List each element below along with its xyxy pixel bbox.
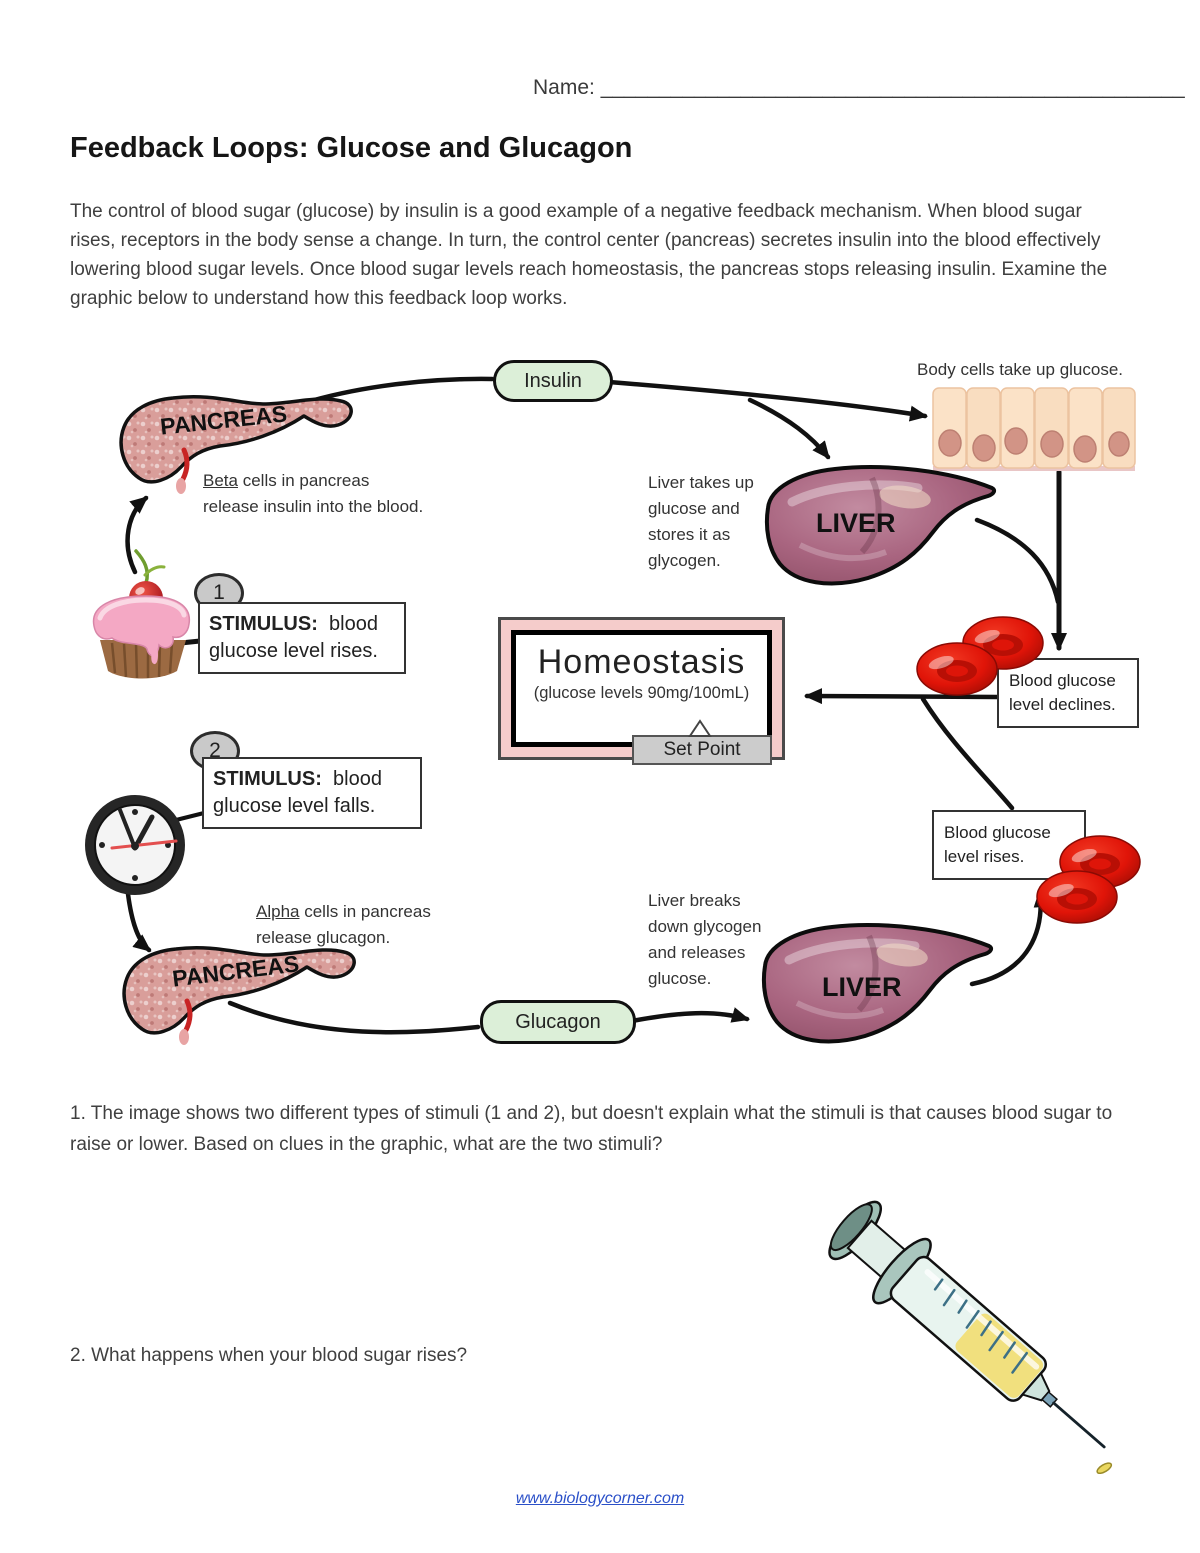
beta-cells-caption: Beta cells in pancreas release insulin i… <box>203 468 423 520</box>
alpha-term: Alpha <box>256 902 300 921</box>
homeostasis-inner-box: Homeostasis (glucose levels 90mg/100mL) <box>511 630 772 747</box>
alpha-line2: release glucagon. <box>256 928 391 947</box>
stimulus-1-text: blood glucose level rises. <box>209 613 384 662</box>
arrow-liver2-to-rises <box>969 889 1050 987</box>
glucose-declines-box: Blood glucose level declines. <box>997 658 1139 728</box>
footer-link[interactable]: www.biologycorner.com <box>515 1490 685 1507</box>
page-title: Feedback Loops: Glucose and Glucagon <box>70 132 633 164</box>
liver-breaks-line4: glucose. <box>648 969 712 988</box>
glucagon-hormone-pill: Glucagon <box>480 1000 636 1044</box>
stimulus-1-box: STIMULUS: blood glucose level rises. <box>198 602 406 674</box>
stimulus-2-number: 2 <box>209 739 221 762</box>
liver-breaks-down-caption: Liver breaks down glycogen and releases … <box>648 888 761 992</box>
line-liver-to-vertical <box>974 517 1061 605</box>
beta-line1-rest: cells in pancreas <box>237 471 370 490</box>
arrow-insulin-to-body-cells <box>606 379 928 422</box>
glucose-rises-box: Blood glucose level rises. <box>932 810 1086 880</box>
beta-term: Beta <box>203 471 238 490</box>
liver-takes-line3: stores it as <box>648 525 731 544</box>
arrow-clock-to-pancreas2 <box>125 891 152 953</box>
body-cells-caption: Body cells take up glucose. <box>917 360 1124 379</box>
stimulus-1-keyword: STIMULUS: <box>209 613 318 635</box>
homeostasis-title: Homeostasis <box>537 643 746 681</box>
liver-takes-line2: glucose and <box>648 499 740 518</box>
glucagon-pill-label: Glucagon <box>515 1010 601 1033</box>
name-field-row: Name: __________________________________… <box>533 76 1185 100</box>
name-blank-line: ________________________________________… <box>600 76 1185 99</box>
liver-breaks-line3: and releases <box>648 943 746 962</box>
arrow-cupcake-to-pancreas <box>125 495 149 575</box>
arrow-insulin-to-liver <box>747 397 831 460</box>
syringe-illustration <box>828 1200 1113 1475</box>
question-2: 2. What happens when your blood sugar ri… <box>70 1345 468 1366</box>
arrow-glucagon-to-liver2 <box>629 1007 750 1024</box>
alpha-cells-caption: Alpha cells in pancreas release glucagon… <box>256 899 431 951</box>
beta-line2: release insulin into the blood. <box>203 497 424 516</box>
liver-takes-up-caption: Liver takes up glucose and stores it as … <box>648 470 754 574</box>
stimulus-2-text: blood glucose level falls. <box>213 768 388 817</box>
stimulus-1-number: 1 <box>213 581 225 604</box>
stimulus-2-keyword: STIMULUS: <box>213 768 322 790</box>
alpha-line1-rest: cells in pancreas <box>299 902 431 921</box>
homeostasis-subtitle: (glucose levels 90mg/100mL) <box>533 684 750 702</box>
set-point-tag: Set Point <box>632 735 772 765</box>
insulin-hormone-pill: Insulin <box>493 360 613 402</box>
line-pancreas2-to-glucagon <box>227 1000 481 1035</box>
stimulus-2-box: STIMULUS: blood glucose level falls. <box>202 757 422 829</box>
intro-paragraph: The control of blood sugar (glucose) by … <box>70 201 1108 309</box>
insulin-pill-label: Insulin <box>524 369 582 392</box>
liver-breaks-line1: Liver breaks <box>648 891 741 910</box>
liver-takes-line1: Liver takes up <box>648 473 754 492</box>
footer: www.biologycorner.com <box>0 1490 1200 1508</box>
name-label: Name: <box>533 76 595 99</box>
arrow-declines-to-homeostasis <box>804 688 1000 705</box>
liver-top-label: LIVER <box>816 508 896 538</box>
liver-bottom-label: LIVER <box>822 972 902 1002</box>
cupcake-illustration <box>92 549 191 679</box>
question-1: 1. The image shows two different types o… <box>70 1103 1113 1155</box>
clock-illustration <box>85 795 185 895</box>
set-point-label: Set Point <box>663 739 741 760</box>
liver-breaks-line2: down glycogen <box>648 917 762 936</box>
body-cells-illustration <box>932 387 1136 471</box>
liver-takes-line4: glycogen. <box>648 551 721 570</box>
line-rises-to-homeostasis-arrow <box>920 696 1015 811</box>
